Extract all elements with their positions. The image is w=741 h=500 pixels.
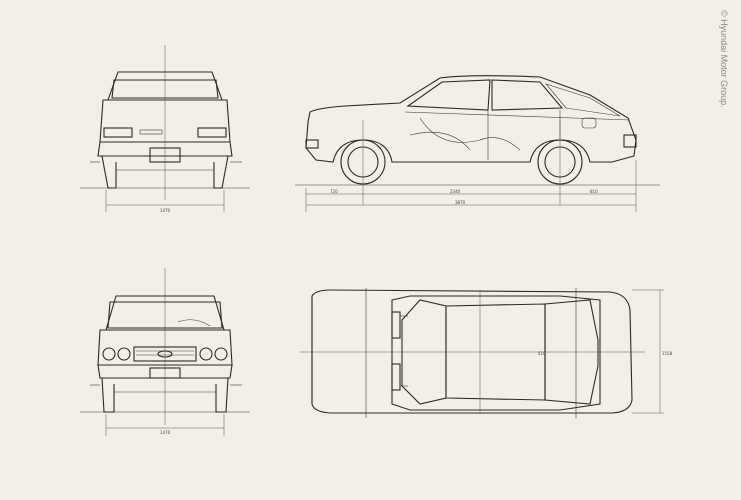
side-view: 720 2340 810 3870	[295, 75, 660, 212]
front-view: 1470	[80, 268, 250, 436]
top-center-dim: 410	[538, 351, 546, 356]
rear-view: 1470	[80, 45, 250, 213]
top-view: 1558 410	[300, 288, 673, 418]
top-width-dim: 1558	[662, 351, 673, 356]
overall-length-dim: 3870	[455, 200, 466, 205]
rear-overhang-dim: 810	[590, 189, 598, 194]
rear-width-dim: 1470	[160, 208, 171, 213]
wheelbase-dim: 2340	[450, 189, 461, 194]
front-track-dim: 1470	[160, 430, 171, 435]
copyright-credit: © Hyundai Motor Group.	[719, 10, 729, 108]
front-overhang-dim: 720	[330, 189, 338, 194]
